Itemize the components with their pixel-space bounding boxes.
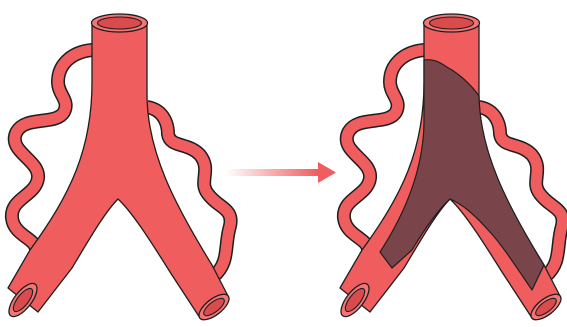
occluded-vein-panel xyxy=(336,14,565,324)
arrow-shaft xyxy=(226,169,318,176)
arrow-head xyxy=(318,162,336,183)
normal-vein-panel xyxy=(4,14,233,324)
right-arrow-icon xyxy=(226,162,336,183)
occluded-blood-clot xyxy=(380,60,544,290)
normal-trunk-opening-lumen xyxy=(98,17,142,29)
occluded-trunk-opening-lumen xyxy=(430,17,474,29)
